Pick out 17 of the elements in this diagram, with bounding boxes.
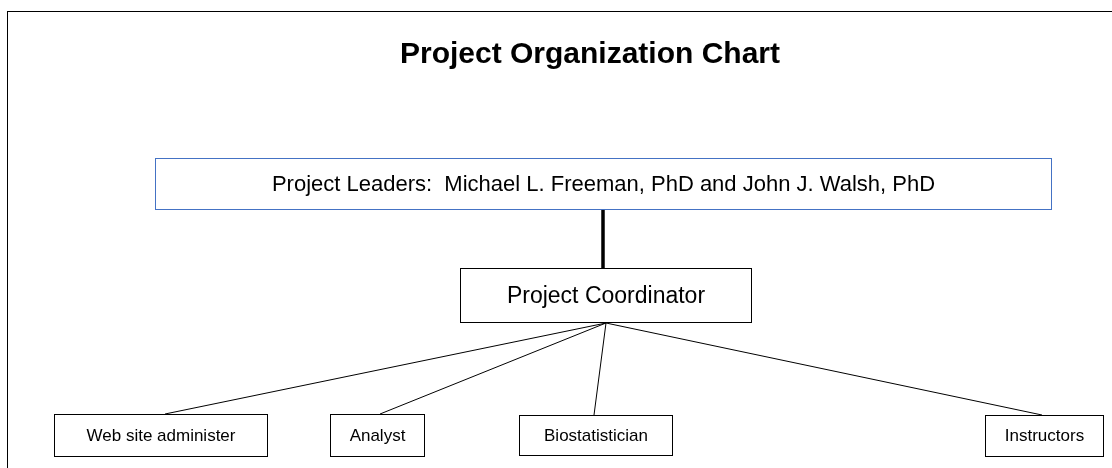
role-label: Instructors bbox=[1004, 426, 1085, 446]
role-label: Analyst bbox=[349, 425, 406, 446]
connector-line bbox=[601, 210, 605, 268]
role-label: Project Coordinator bbox=[506, 282, 706, 309]
role-box bbox=[519, 415, 673, 456]
role-label: Project Leaders: Michael L. Freeman, PhD and John J. Walsh, PhD bbox=[271, 171, 936, 197]
role-box bbox=[155, 158, 1052, 210]
connector-line bbox=[605, 322, 1043, 416]
connector-line bbox=[593, 322, 607, 416]
chart-title: Project Organization Chart bbox=[398, 36, 782, 70]
role-box bbox=[460, 268, 752, 323]
role-box bbox=[985, 415, 1104, 457]
role-label: Web site administer bbox=[86, 425, 236, 446]
role-box bbox=[54, 414, 268, 457]
connector-line bbox=[379, 322, 607, 415]
role-label: Biostatistician bbox=[544, 425, 648, 446]
role-box bbox=[330, 414, 425, 457]
